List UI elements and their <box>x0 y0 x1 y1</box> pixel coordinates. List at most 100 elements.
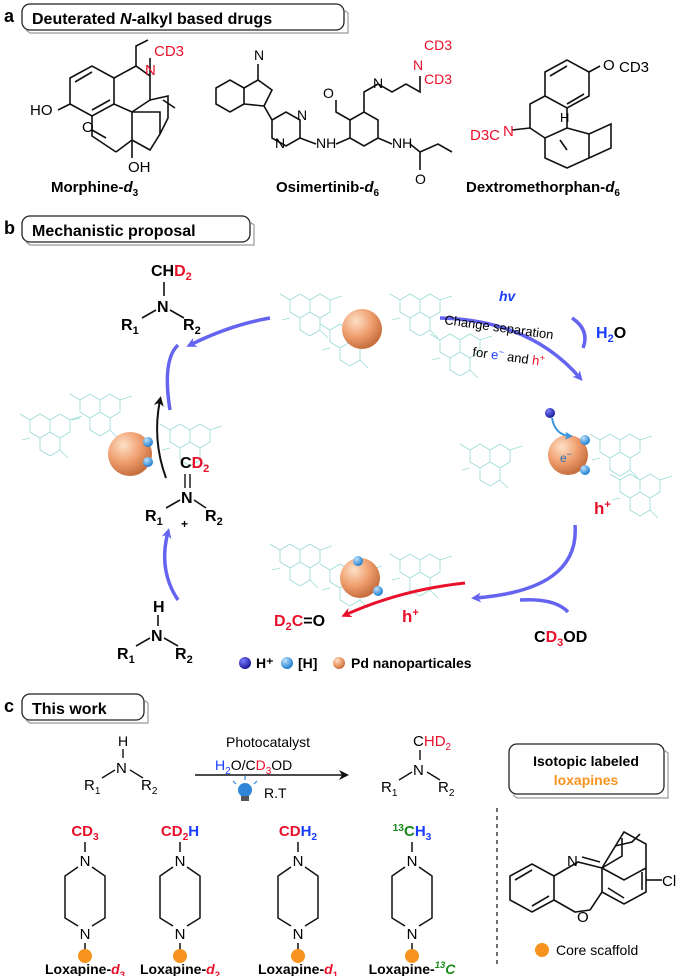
dextro-n: N <box>503 123 514 140</box>
core-scaffold-structure <box>509 830 662 913</box>
isotopic-box-line1: Isotopic labeled <box>533 753 639 769</box>
hydrogen-legend-icon <box>281 657 293 669</box>
hv-label: hv <box>499 288 517 304</box>
morphine-n: N <box>145 62 156 79</box>
osimertinib-nh: NH <box>316 135 336 151</box>
legend-pd: Pd nanoparticales <box>351 655 472 671</box>
product-r1: R1 <box>381 779 398 799</box>
osimertinib-structure <box>215 64 453 170</box>
dextro-ocd3: CD3 <box>619 59 649 76</box>
reactant-n: N <box>116 760 127 777</box>
piperazine-ring <box>159 866 201 927</box>
core-scaffold-dot <box>291 949 305 963</box>
loxapine-top-group: CD3 <box>71 823 99 843</box>
hydrogen-dot-icon <box>580 465 590 475</box>
osimertinib-o-amide: O <box>415 171 426 187</box>
pd-legend-icon <box>333 657 345 669</box>
isotopic-box-line2: loxapines <box>554 772 619 788</box>
core-scaffold-dot <box>173 949 187 963</box>
catalytic-cycle-arrows <box>153 316 587 618</box>
product-r2-label: R2 <box>183 317 201 337</box>
loxapine-label: Loxapine-d2 <box>140 961 220 976</box>
amine-r2-label: R2 <box>175 646 193 666</box>
morphine-o: O <box>82 119 94 136</box>
morphine-structure <box>57 39 176 158</box>
pd-nanoparticle-right <box>548 435 588 475</box>
legend-hydrogen: [H] <box>298 655 317 671</box>
amine-n-label: N <box>151 628 163 645</box>
amine-h-label: H <box>153 599 165 616</box>
piperazine-ring <box>391 866 433 927</box>
dextro-d3c: D3C <box>470 127 500 144</box>
panel-b-title: Mechanistic proposal <box>32 223 196 240</box>
reactant-r2: R2 <box>141 777 158 797</box>
osimertinib-n-indole: N <box>254 47 264 63</box>
electron-label: e− <box>560 449 572 465</box>
loxapine-label: Loxapine-13C <box>369 960 457 976</box>
dextro-h: H <box>560 110 569 125</box>
loxapine-label: Loxapine-d1 <box>258 961 339 976</box>
morphine-label: Morphine-d3 <box>51 179 139 199</box>
panel-b-title-box <box>21 215 251 243</box>
panel-a-title: Deuterated N-alkyl based drugs <box>32 11 272 28</box>
reactant-h: H <box>118 733 128 749</box>
panel-c: c This work H N R1 R2 Photocatalyst H2O/… <box>4 693 676 976</box>
isotopic-box <box>508 743 665 795</box>
hole-label-bottom: h+ <box>402 607 419 626</box>
loxapine-n-bottom: N <box>175 926 186 943</box>
osimertinib-cd3b: CD3 <box>424 71 452 87</box>
iminium-n-label: N <box>181 490 193 507</box>
product-r1-label: R1 <box>121 317 139 337</box>
loxapine-series: CD3NNLoxapine-d3CD2HNNLoxapine-d2CDH2NNL… <box>45 823 456 976</box>
core-o: O <box>577 909 589 926</box>
morphine-ho: HO <box>30 102 53 119</box>
cd3od-label: CD3OD <box>534 629 587 649</box>
loxapine-n-bottom: N <box>407 926 418 943</box>
panel-b-letter: b <box>4 218 15 238</box>
hydrogen-dot-icon <box>143 437 153 447</box>
panel-b: b Mechanistic proposal <box>4 215 673 671</box>
hydrogen-dot-icon <box>353 556 363 566</box>
iminium-plus: + <box>181 517 188 531</box>
proton-legend-icon <box>239 657 251 669</box>
photocatalyst-label: Photocatalyst <box>226 734 310 750</box>
product-r2: R2 <box>438 779 455 799</box>
pd-nanoparticle-top <box>342 309 382 349</box>
osimertinib-o: O <box>323 85 334 101</box>
panel-c-letter: c <box>4 696 14 716</box>
core-scaffold-legend-icon <box>535 943 549 957</box>
lightbulb-icon <box>232 776 258 801</box>
loxapine-n-top: N <box>407 853 418 870</box>
carrier-separation-label: for e− and h+ <box>472 343 546 369</box>
loxapine-n-top: N <box>293 853 304 870</box>
loxapine-top-group: 13CH3 <box>393 823 432 843</box>
reactant-r1: R1 <box>84 777 101 797</box>
osimertinib-cd3a: CD3 <box>424 37 452 53</box>
d2co-label: D2C=O <box>274 613 325 633</box>
product-chd2-label: CHD2 <box>151 263 192 283</box>
change-separation-label: Change separation <box>444 312 555 342</box>
legend-proton: H⁺ <box>256 655 274 671</box>
panel-c-title: This work <box>32 701 107 718</box>
iminium-r1-label: R1 <box>145 508 163 528</box>
osimertinib-n2: N <box>297 107 307 123</box>
loxapine-n-top: N <box>80 853 91 870</box>
loxapine-top-group: CD2H <box>161 823 199 843</box>
piperazine-ring <box>64 866 106 927</box>
product-chd2: CHD2 <box>413 733 452 753</box>
amine-r1-label: R1 <box>117 646 135 666</box>
mechanism-legend: H⁺ [H] Pd nanoparticales <box>239 655 472 671</box>
panel-a-letter: a <box>4 6 15 26</box>
hydrogen-dot-icon <box>373 586 383 596</box>
panel-a-title-box <box>21 3 345 31</box>
loxapine-top-group: CDH2 <box>279 823 318 843</box>
osimertinib-n1: N <box>275 135 285 151</box>
hydrogen-dot-icon <box>143 457 153 467</box>
hole-label-right: h+ <box>594 499 611 518</box>
loxapine-n-top: N <box>175 853 186 870</box>
core-n: N <box>567 853 578 870</box>
hydrogen-dot-icon <box>580 435 590 445</box>
core-scaffold-dot <box>405 949 419 963</box>
pd-nanoparticle-left <box>108 432 152 476</box>
